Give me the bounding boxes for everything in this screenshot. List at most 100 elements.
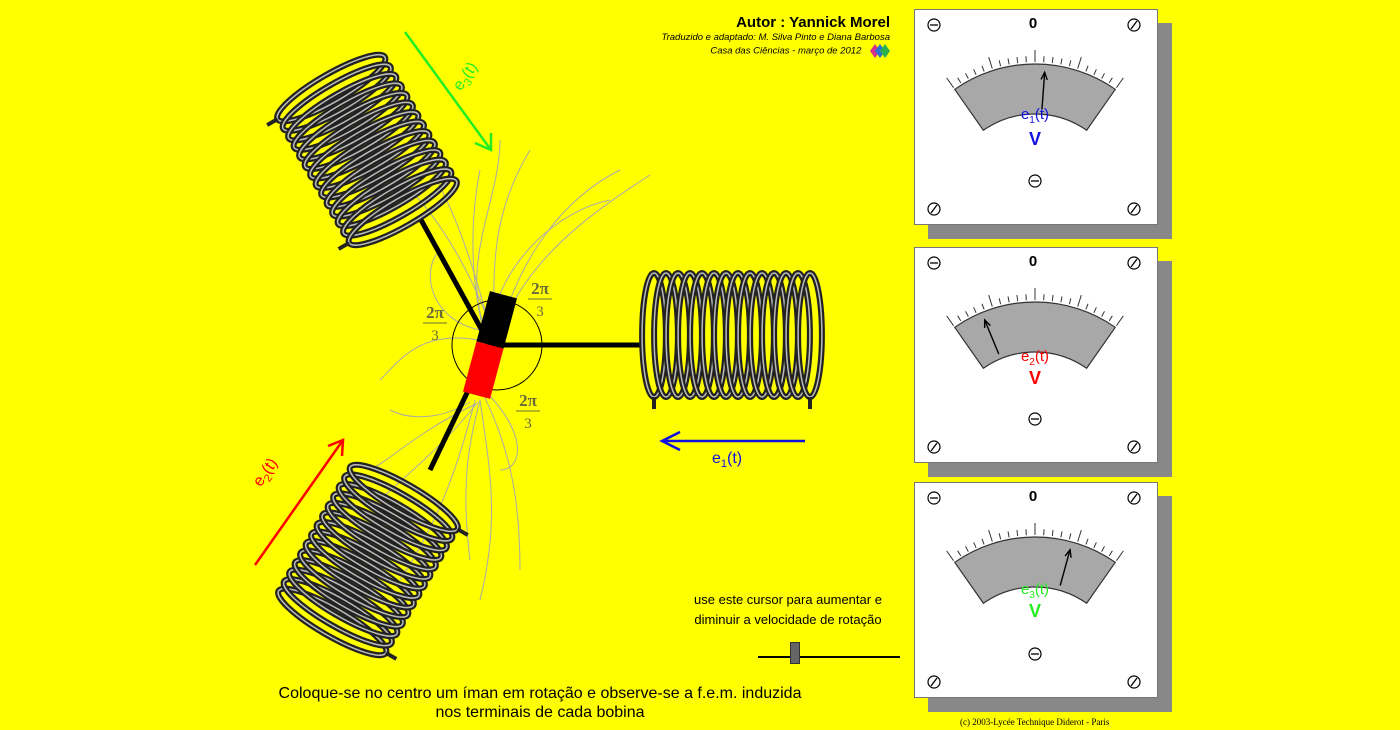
meter-tick bbox=[981, 538, 985, 545]
coil-turn-highlight bbox=[310, 530, 421, 599]
screw-slot bbox=[1130, 442, 1138, 452]
coil-lead bbox=[337, 241, 351, 251]
meter-tick bbox=[957, 315, 962, 322]
screw-slot bbox=[1130, 677, 1138, 687]
meter-tick bbox=[946, 550, 954, 561]
meter-1-label: e1(t) bbox=[914, 106, 1156, 126]
screw-slot bbox=[1130, 493, 1138, 503]
meter-tick bbox=[1116, 77, 1124, 88]
meter-zero-label: 0 bbox=[1028, 488, 1038, 505]
meter-tick bbox=[998, 533, 1002, 540]
meter-tick bbox=[1016, 295, 1019, 302]
coil-3 bbox=[266, 51, 460, 251]
rotation-speed-slider-thumb[interactable] bbox=[790, 642, 800, 664]
publisher-text: Casa das Ciências - março de 2012 bbox=[710, 45, 862, 57]
emf-arrow-3 bbox=[403, 31, 493, 152]
coil-turn-highlight bbox=[785, 272, 811, 398]
screw-slot bbox=[1130, 204, 1138, 214]
meter-tick bbox=[973, 542, 977, 548]
meter-tick bbox=[957, 550, 962, 557]
coil-turn-highlight bbox=[292, 82, 403, 151]
voltmeter-3: 0 e3(t) V bbox=[914, 482, 1172, 712]
slider-text-line2: diminuir a velocidade de rotação bbox=[694, 612, 882, 627]
meter-tick bbox=[1085, 303, 1089, 310]
emf-arrow-1 bbox=[659, 430, 805, 452]
rotation-speed-slider-track[interactable] bbox=[758, 656, 900, 658]
meter-3-label: e3(t) bbox=[914, 581, 1156, 601]
meter-tick bbox=[998, 298, 1002, 305]
meter-tick bbox=[981, 303, 985, 310]
meter-2-label-sub: 2 bbox=[1029, 357, 1035, 368]
publisher-logo-icon bbox=[870, 44, 890, 58]
meter-1-label-base: e bbox=[1020, 106, 1030, 123]
slider-text-line1: use este cursor para aumentar e bbox=[694, 592, 882, 607]
angle-label-bottom: 2π 3 bbox=[516, 391, 540, 432]
meter-tick bbox=[1085, 538, 1089, 545]
meter-tick bbox=[988, 56, 993, 69]
meter-tick bbox=[1101, 73, 1105, 79]
meter-tick bbox=[957, 77, 962, 84]
svg-text:3: 3 bbox=[524, 416, 532, 432]
svg-text:2π: 2π bbox=[519, 391, 538, 410]
meter-tick bbox=[946, 77, 954, 88]
meter-tick bbox=[1093, 69, 1097, 75]
emf-label-1: e1(t) bbox=[712, 450, 742, 470]
svg-text:3: 3 bbox=[431, 328, 439, 344]
meter-face bbox=[914, 9, 1158, 225]
meter-face bbox=[914, 247, 1158, 463]
meter-tick bbox=[1016, 57, 1019, 64]
coil-2 bbox=[275, 461, 469, 661]
coil-turn-highlight bbox=[325, 139, 436, 208]
screw-slot bbox=[930, 204, 938, 214]
meter-tick bbox=[1007, 58, 1010, 65]
meter-tick bbox=[1051, 530, 1054, 537]
meter-3-label-arg: (t) bbox=[1034, 581, 1050, 598]
coil-turn-highlight bbox=[332, 492, 443, 561]
meter-scale bbox=[927, 491, 1141, 689]
meter-tick bbox=[1051, 57, 1054, 64]
instruction-caption: Coloque-se no centro um íman em rotação … bbox=[180, 684, 900, 722]
coil-turn-highlight bbox=[315, 521, 426, 590]
emf-label-1-arg: (t) bbox=[727, 450, 743, 467]
meter-tick bbox=[965, 73, 969, 79]
slider-instructions: use este cursor para aumentar e diminuir… bbox=[670, 590, 906, 630]
coil-turn-highlight bbox=[304, 540, 415, 609]
meter-tick bbox=[981, 65, 985, 72]
meter-tick bbox=[1060, 531, 1063, 538]
coil-turn-highlight bbox=[314, 120, 425, 189]
meter-tick bbox=[1077, 529, 1082, 542]
meter-2-label-base: e bbox=[1020, 348, 1030, 365]
meter-tick bbox=[1068, 533, 1072, 540]
meter-tick bbox=[1007, 296, 1010, 303]
meter-scale bbox=[927, 256, 1141, 454]
coil-turn-highlight bbox=[326, 502, 437, 571]
author-line: Autor : Yannick Morel bbox=[736, 14, 890, 31]
publisher-line: Casa das Ciências - março de 2012 bbox=[640, 44, 890, 58]
copyright-text: (c) 2003-Lycée Technique Diderot - Paris bbox=[960, 717, 1110, 727]
meter-tick bbox=[1068, 60, 1072, 67]
screw-slot bbox=[1130, 258, 1138, 268]
credits-header: Autor : Yannick Morel Traduzido e adapta… bbox=[640, 14, 890, 58]
coil-lead bbox=[384, 651, 398, 661]
meter-tick bbox=[1093, 542, 1097, 548]
meter-dial bbox=[953, 63, 1117, 132]
meter-tick bbox=[988, 529, 993, 542]
meter-tick bbox=[1007, 531, 1010, 538]
meter-1-unit: V bbox=[1028, 129, 1041, 149]
meter-needle-head bbox=[983, 318, 991, 328]
meter-needle-head bbox=[1064, 548, 1072, 558]
meter-tick bbox=[1085, 65, 1089, 72]
meter-tick bbox=[1116, 315, 1124, 326]
meter-tick bbox=[973, 69, 977, 75]
svg-text:2π: 2π bbox=[426, 303, 445, 322]
coil-turn-highlight bbox=[321, 511, 432, 580]
coil-1 bbox=[639, 270, 825, 409]
meter-3-unit: V bbox=[1028, 601, 1041, 621]
emf-label-1-base: e bbox=[712, 450, 721, 467]
meter-tick bbox=[1016, 530, 1019, 537]
meter-dial bbox=[953, 301, 1117, 370]
meter-tick bbox=[998, 60, 1002, 67]
emf-label-1-sub: 1 bbox=[720, 458, 728, 471]
coil-turn-highlight bbox=[331, 149, 442, 218]
meter-tick bbox=[1093, 307, 1097, 313]
